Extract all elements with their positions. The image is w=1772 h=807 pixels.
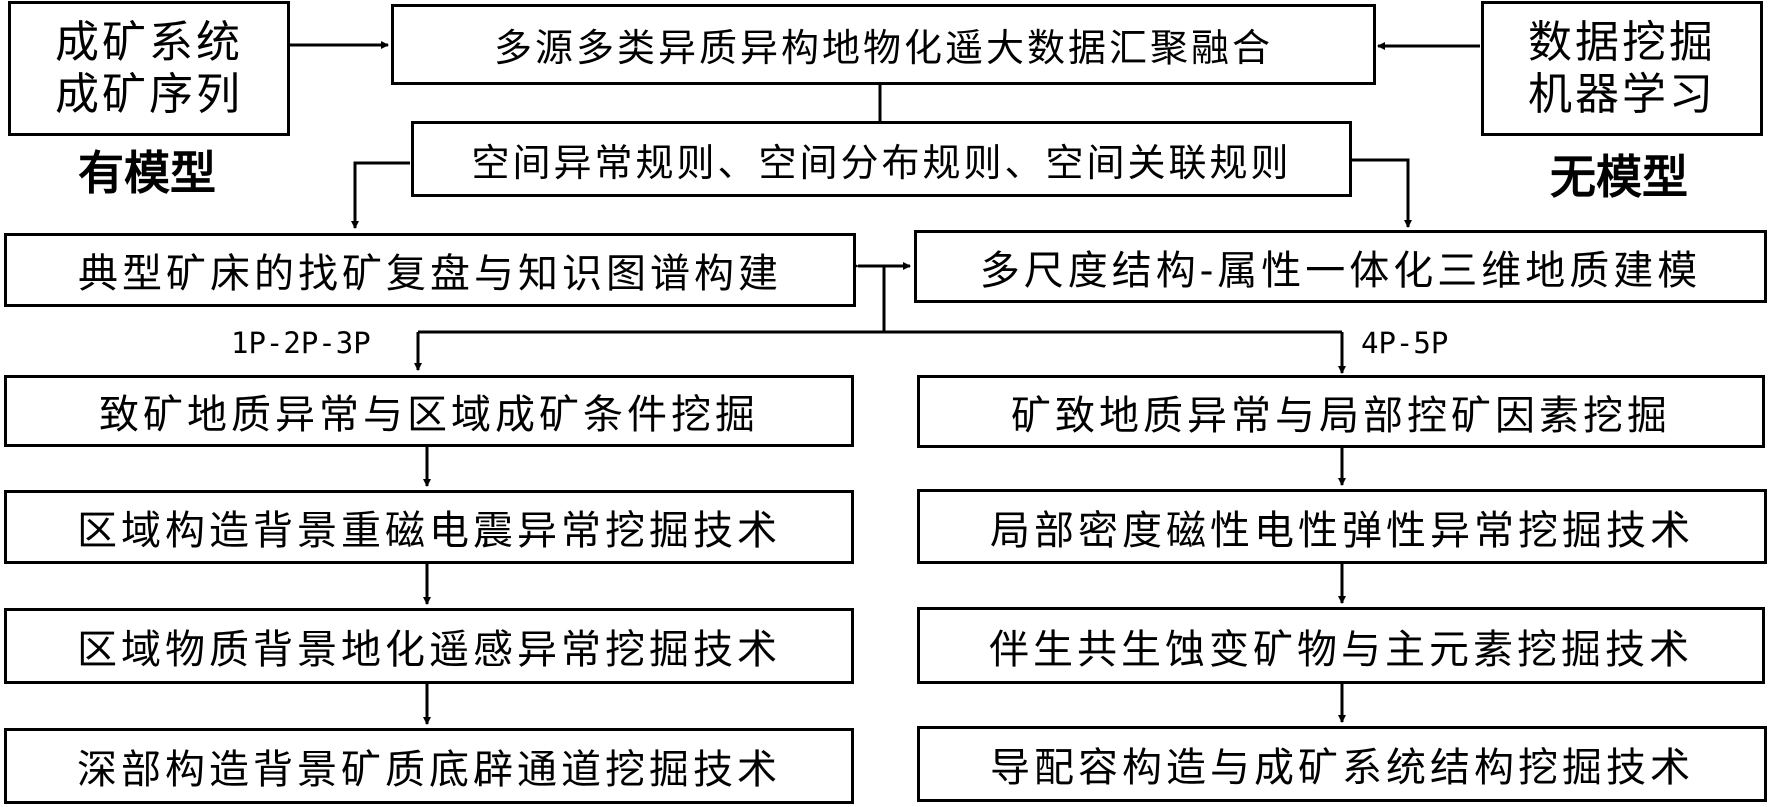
arrow-rules-to-knowledge [351, 161, 410, 229]
knowledge-graph-box: 典型矿床的找矿复盘与知识图谱构建 [4, 233, 856, 307]
right-step-3-box: 伴生共生蚀变矿物与主元素挖掘技术 [917, 607, 1765, 684]
right-branch-label: 4P-5P [1361, 326, 1449, 360]
geological-modeling-box: 多尺度结构-属性一体化三维地质建模 [914, 230, 1767, 303]
data-mining-text: 数据挖掘 [1528, 16, 1716, 68]
arrow-rules-to-modeling [1352, 158, 1412, 228]
spatial-rules-box: 空间异常规则、空间分布规则、空间关联规则 [411, 121, 1352, 197]
right-step-4-box: 导配容构造与成矿系统结构挖掘技术 [917, 726, 1767, 802]
without-model-label: 无模型 [1550, 150, 1688, 204]
left-branch-label: 1P-2P-3P [231, 326, 371, 360]
left-step-3-box: 区域物质背景地化遥感异常挖掘技术 [4, 608, 854, 684]
left-step-1-box: 致矿地质异常与区域成矿条件挖掘 [4, 375, 854, 447]
data-fusion-box: 多源多类异质异构地物化遥大数据汇聚融合 [391, 4, 1376, 85]
right-step-1-box: 矿致地质异常与局部控矿因素挖掘 [917, 375, 1765, 448]
with-model-label: 有模型 [78, 146, 216, 200]
machine-learning-text: 机器学习 [1528, 68, 1716, 120]
left-step-4-box: 深部构造背景矿质底辟通道挖掘技术 [4, 728, 854, 804]
metallogenic-system-box: 成矿系统 成矿序列 [8, 1, 290, 136]
right-step-2-box: 局部密度磁性电性弹性异常挖掘技术 [917, 489, 1767, 564]
metallogenic-sequence-text: 成矿序列 [55, 68, 243, 120]
data-mining-box: 数据挖掘 机器学习 [1481, 1, 1763, 136]
metallogenic-system-text: 成矿系统 [55, 16, 243, 68]
left-step-2-box: 区域构造背景重磁电震异常挖掘技术 [4, 490, 854, 564]
